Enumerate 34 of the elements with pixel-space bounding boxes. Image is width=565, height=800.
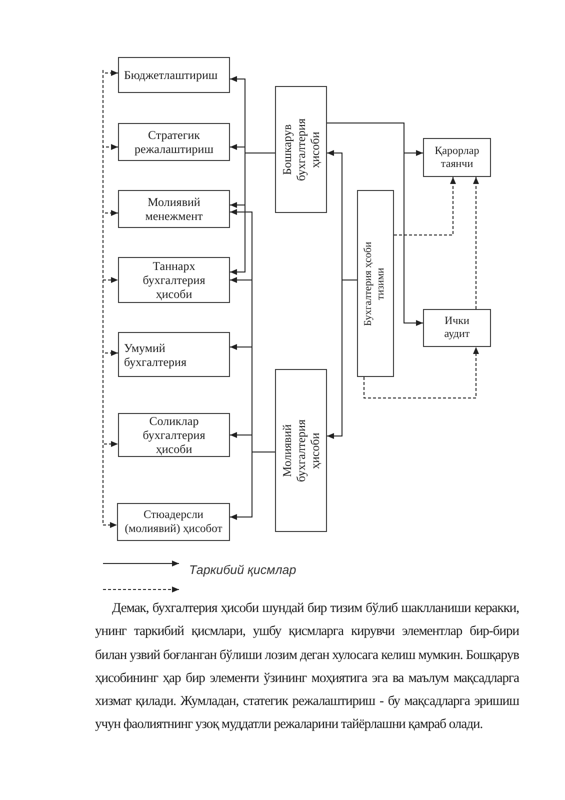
process-box	[275, 369, 327, 532]
node-label: Бухгалтерия ҳсоби тизими	[363, 240, 388, 328]
process-box	[118, 123, 230, 161]
legend-label: Таркибий қисмлар	[189, 563, 296, 578]
process-box	[357, 190, 394, 377]
dashed-arrow	[102, 70, 118, 76]
process-box	[118, 413, 230, 457]
dashed-arrow	[394, 176, 456, 236]
process-box	[117, 503, 230, 541]
process-box	[118, 332, 230, 377]
node-label: Стратегик режалаштириш	[134, 128, 214, 156]
arrow	[326, 122, 424, 326]
node-label: Қарорлар таянчи	[434, 144, 480, 170]
arrow	[326, 280, 358, 439]
node-label: Бошкарув бухгалтерия ҳисоби	[280, 117, 322, 183]
arrow	[230, 152, 276, 275]
node-label: Ички аудит	[443, 315, 471, 341]
node-label: Молиявий бухгалтерия ҳисоби	[280, 418, 322, 484]
process-box	[118, 190, 230, 228]
process-box	[118, 57, 230, 93]
body-paragraph: Демак, бухгалтерия ҳисоби шундай бир тизим бўлиб шаклланиши керакки, унинг таркибий қисмлари, ушбу қисмларга кирувчи элементлар бир-бири билан узвий боғланган бўлиши лозим деган хулосага келиш мумкин. Бошқарув ҳисобининг ҳар бир элементи ўзининг моҳиятига эга ва маълум мақсадларга хизмат қилади. Жумладан, статегик режалаштириш - бу мақсадларга эришиш учун фаолиятнинг узоқ муддатли режаларини тайёрлашни қамраб олади.	[95, 599, 519, 734]
node-label: Стюадерсли (молиявий) ҳисобот	[124, 508, 224, 536]
node-label: Соликлар бухгалтерия ҳисоби	[142, 414, 206, 456]
node-label: Молиявий менежмент	[144, 195, 204, 223]
dashed-arrow	[364, 346, 479, 398]
node-label: Бюджетлаштириш	[124, 68, 218, 82]
process-box	[423, 138, 491, 177]
node-label: Таннарх бухгалтерия ҳисоби	[142, 259, 206, 301]
process-box	[118, 257, 230, 303]
dashed-arrow	[473, 176, 479, 310]
node-label: Умумий бухгалтерия	[124, 340, 188, 368]
process-box	[275, 86, 327, 213]
arrow	[230, 452, 276, 520]
process-box	[423, 309, 491, 347]
